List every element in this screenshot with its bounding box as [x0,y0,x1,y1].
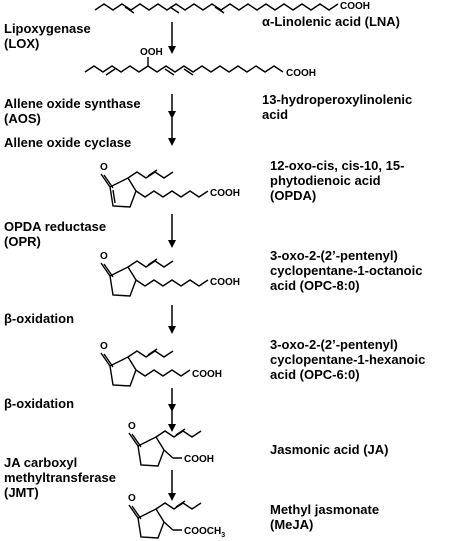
opda-carboxyl-group: COOH [210,188,240,199]
structure-opc-6: O COOH [100,341,222,387]
step-label-lox: Lipoxygenase (LOX) [4,21,91,51]
hpot-carboxyl-group: COOH [286,68,316,79]
step-label-beta-oxidation-2: β-oxidation [4,396,75,411]
step-label-aoc: Allene oxide cyclase [4,135,132,150]
structure-methyl-jasmonate: O COOCH3 [128,493,225,539]
meja-ketone-oxygen: O [128,493,136,504]
compound-name-lna: α-Linolenic acid (LNA) [262,14,400,29]
opc6-carboxyl-group: COOH [192,369,222,380]
structure-opc-8: O COOH [100,251,240,297]
compound-name-opc-6: 3-oxo-2-(2’-pentenyl) cyclopentane-1-hex… [270,337,426,382]
step-label-jmt: JA carboxyl methyltransferase (JMT) [4,455,116,500]
structure-13-hpot: OOH COOH [84,47,316,79]
compound-name-13-hpot: 13-hydroperoxylinolenic acid [262,92,413,122]
meja-ester-group: COOCH3 [184,526,225,539]
structure-opda: O COOH [100,162,240,208]
ja-ketone-oxygen: O [128,421,136,432]
step-label-beta-oxidation-1: β-oxidation [4,311,75,326]
hydroperoxy-group: OOH [140,47,163,58]
compound-name-methyl-jasmonate: Methyl jasmonate (MeJA) [270,502,380,532]
opc6-ketone-oxygen: O [100,341,108,352]
ja-carboxyl-group: COOH [184,454,214,465]
step-label-opr: OPDA reductase (OPR) [4,219,107,249]
opc8-carboxyl-group: COOH [210,277,240,288]
step-label-aos: Allene oxide synthase (AOS) [4,96,141,126]
opc8-ketone-oxygen: O [100,251,108,262]
structure-lna: COOH [94,1,370,14]
compound-name-opc-8: 3-oxo-2-(2’-pentenyl) cyclopentane-1-oct… [270,248,423,293]
opda-ketone-oxygen: O [100,162,108,173]
compound-name-jasmonic-acid: Jasmonic acid (JA) [270,442,389,457]
structure-jasmonic-acid: O COOH [128,421,214,467]
lna-carboxyl-group: COOH [340,1,370,12]
compound-name-opda: 12-oxo-cis, cis-10, 15- phytodienoic aci… [270,158,405,203]
